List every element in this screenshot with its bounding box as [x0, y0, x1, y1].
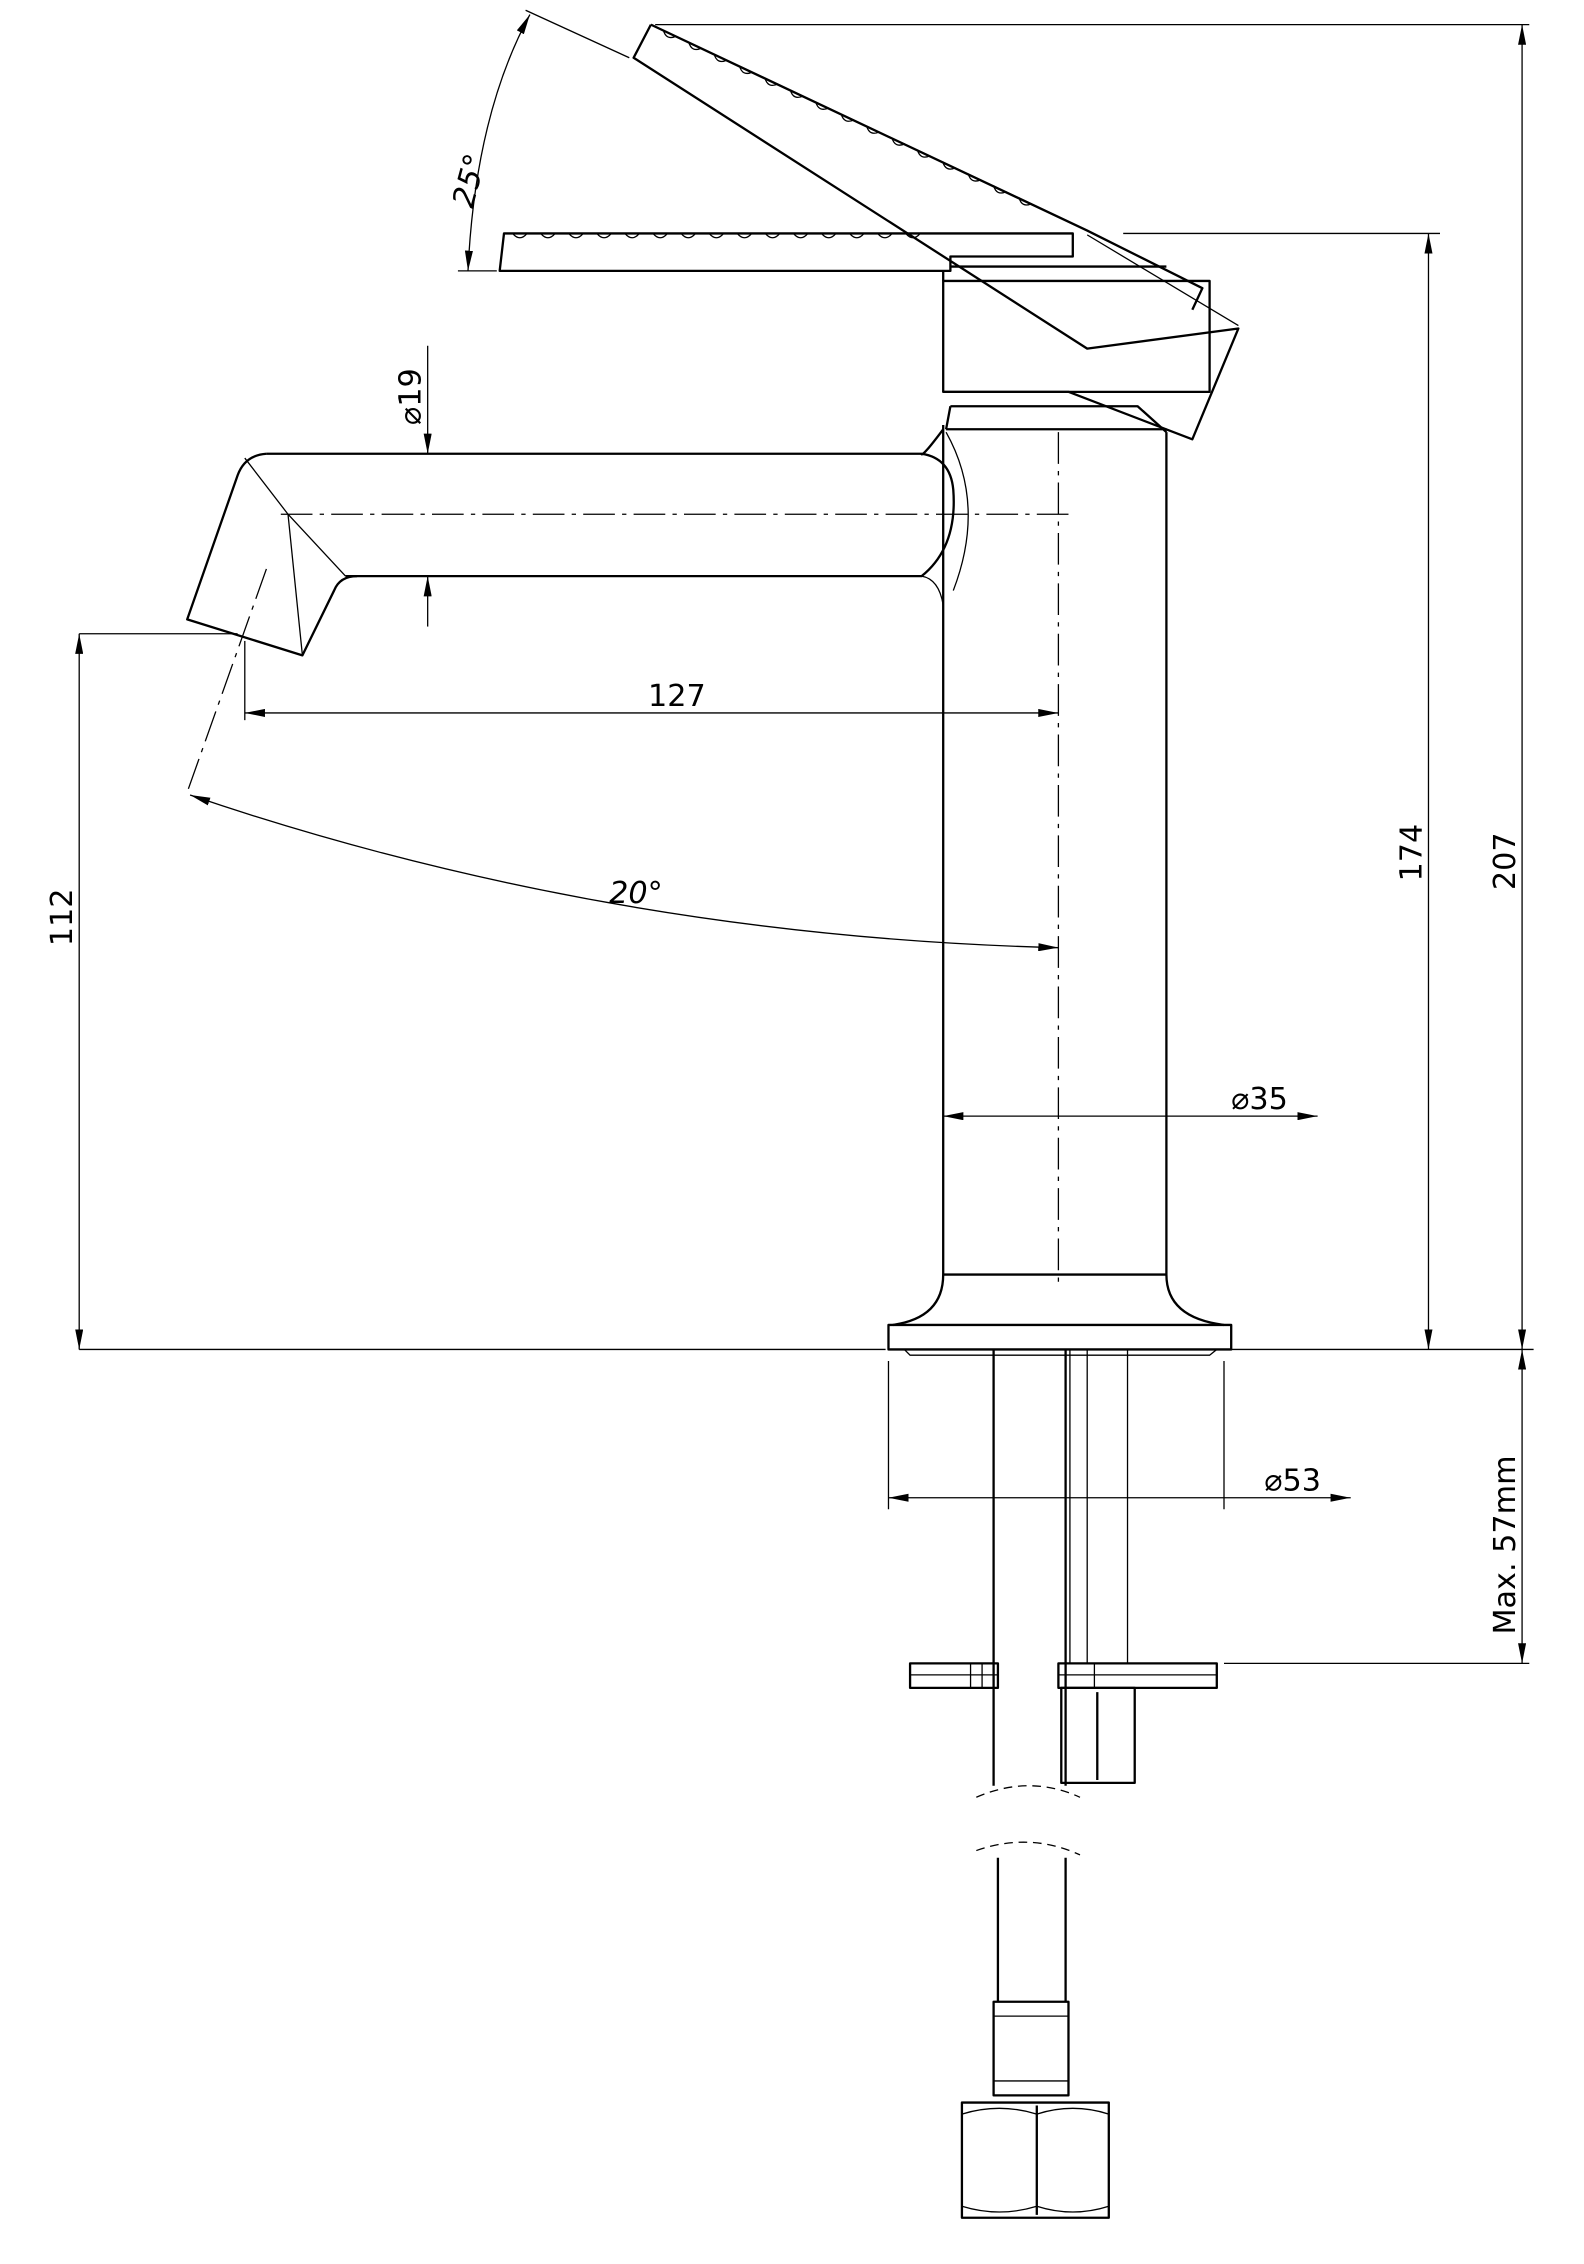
lever-closed [498, 232, 1211, 393]
grip-serration [652, 233, 668, 239]
grip-serration [815, 101, 830, 110]
max-deck-thickness-label: Max. 57mm [1488, 1455, 1523, 1634]
grip-serration [1018, 197, 1033, 206]
grip-serration [688, 41, 702, 51]
lever-angle-label: 25° [446, 150, 494, 211]
grip-serration [662, 29, 677, 39]
overall-height-label: 207 [1488, 832, 1523, 890]
grip-serration [792, 233, 809, 239]
swivel-angle-label: 20° [609, 876, 663, 911]
spout-reach-label: 127 [648, 679, 706, 714]
grip-serration [789, 89, 804, 98]
grip-serration [821, 233, 837, 239]
grip-serration [738, 65, 753, 75]
grip-serration [540, 233, 556, 239]
grip-serration [865, 125, 880, 134]
grip-serration [680, 233, 697, 239]
spout-height-label: 112 [45, 889, 80, 947]
lever-height-label: 174 [1394, 824, 1429, 882]
grip-serration [992, 185, 1007, 194]
grip-serration [942, 161, 957, 170]
grip-serration [736, 233, 753, 239]
tap-body [887, 405, 1233, 1356]
spout [186, 428, 1073, 793]
grip-serration [840, 113, 855, 122]
grip-serration [624, 233, 640, 239]
grip-serration [568, 233, 584, 239]
grip-serration [849, 233, 865, 239]
grip-serration [891, 137, 906, 146]
lever-open [632, 23, 1240, 441]
spout-diameter-label: ⌀19 [393, 368, 428, 425]
grip-serration [596, 233, 612, 239]
dimension-lines [75, 9, 1534, 1665]
body-diameter-label: ⌀35 [1231, 1082, 1288, 1117]
grip-serration [877, 233, 893, 239]
grip-serration [967, 173, 982, 182]
base-diameter-label: ⌀53 [1264, 1464, 1321, 1499]
mounting-hardware [908, 1349, 1218, 2219]
grip-serration [764, 77, 779, 86]
grip-serration [764, 233, 781, 239]
grip-serration [708, 233, 725, 239]
grip-serration [713, 53, 728, 63]
grip-serration [916, 149, 931, 158]
